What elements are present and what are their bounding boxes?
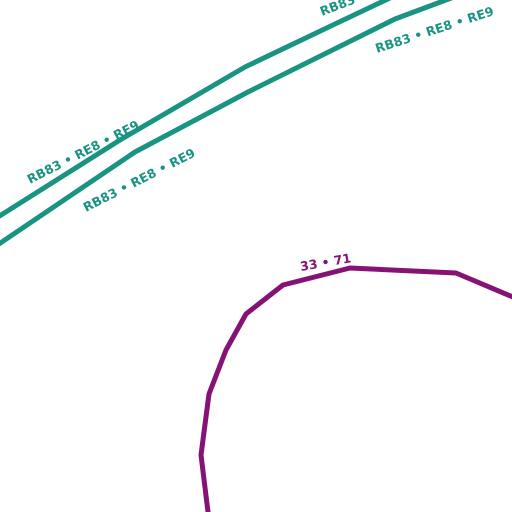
rail-line-lower[interactable] [0, 0, 462, 250]
bus-route-line[interactable] [198, 265, 512, 512]
rail-line-upper[interactable] [0, 0, 392, 222]
